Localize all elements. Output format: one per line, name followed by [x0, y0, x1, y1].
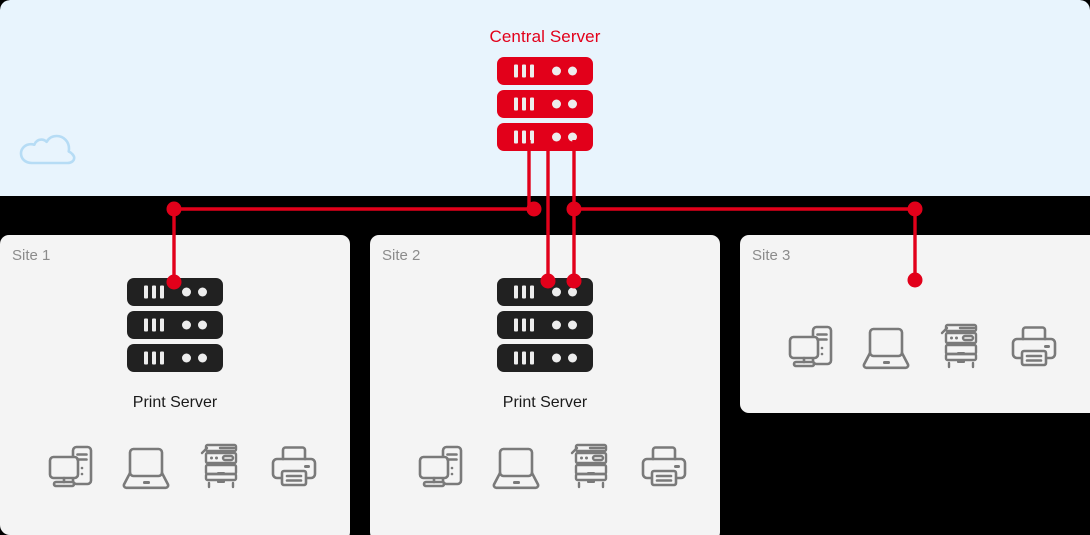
rack-bars-icon — [144, 351, 164, 365]
rack-leds-icon — [182, 287, 207, 297]
copier-icon[interactable] — [194, 440, 246, 492]
rack-bars-icon — [514, 285, 534, 299]
copier-icon[interactable] — [564, 440, 616, 492]
desktop-computer-icon[interactable] — [416, 440, 468, 492]
rack-leds-icon — [552, 66, 577, 76]
rack-leds-icon — [552, 353, 577, 363]
node-bus-site3 — [907, 201, 923, 217]
rack-leds-icon — [552, 132, 577, 142]
rack-unit — [127, 278, 223, 306]
site2-print-server-label: Print Server — [502, 394, 588, 411]
copier-icon[interactable] — [934, 320, 986, 372]
desktop-computer-icon[interactable] — [46, 440, 98, 492]
desktop-computer-icon[interactable] — [786, 320, 838, 372]
central-server-label: Central Server — [489, 27, 601, 46]
rack-bars-icon — [514, 130, 534, 144]
site-panel-site2: Site 2 Print Server — [370, 235, 720, 535]
rack-unit — [497, 278, 593, 306]
rack-leds-icon — [552, 287, 577, 297]
rack-bars-icon — [514, 351, 534, 365]
printer-icon[interactable] — [1008, 320, 1060, 372]
laptop-icon[interactable] — [490, 440, 542, 492]
site1-print-server-label: Print Server — [132, 394, 218, 411]
site-panel-site1: Site 1 Print Server — [0, 235, 350, 535]
rack-unit — [497, 344, 593, 372]
rack-leds-icon — [552, 99, 577, 109]
printer-icon[interactable] — [268, 440, 320, 492]
rack-bars-icon — [514, 97, 534, 111]
rack-unit — [127, 344, 223, 372]
central-server-rack[interactable] — [497, 57, 593, 151]
rack-leds-icon — [182, 320, 207, 330]
rack-bars-icon — [514, 64, 534, 78]
rack-unit — [127, 311, 223, 339]
rack-bars-icon — [144, 318, 164, 332]
rack-unit — [497, 123, 593, 151]
printer-icon[interactable] — [638, 440, 690, 492]
site-label-site3: Site 3 — [752, 247, 791, 264]
rack-bars-icon — [514, 318, 534, 332]
rack-leds-icon — [552, 320, 577, 330]
node-bus-center — [526, 201, 542, 217]
cloud-icon — [19, 134, 76, 165]
rack-unit — [497, 311, 593, 339]
site1-device-row — [46, 440, 320, 492]
node-bus-right-origin — [566, 201, 582, 217]
site2-print-server-rack[interactable] — [497, 278, 593, 372]
site-label-site1: Site 1 — [12, 247, 51, 264]
node-bus-site1 — [166, 201, 182, 217]
site-label-site2: Site 2 — [382, 247, 421, 264]
site2-device-row — [416, 440, 690, 492]
site3-device-row — [786, 320, 1060, 372]
rack-bars-icon — [144, 285, 164, 299]
laptop-icon[interactable] — [120, 440, 172, 492]
rack-leds-icon — [182, 353, 207, 363]
site-panel-site3: Site 3 — [740, 235, 1090, 413]
rack-unit — [497, 57, 593, 85]
site1-print-server-rack[interactable] — [127, 278, 223, 372]
laptop-icon[interactable] — [860, 320, 912, 372]
rack-unit — [497, 90, 593, 118]
